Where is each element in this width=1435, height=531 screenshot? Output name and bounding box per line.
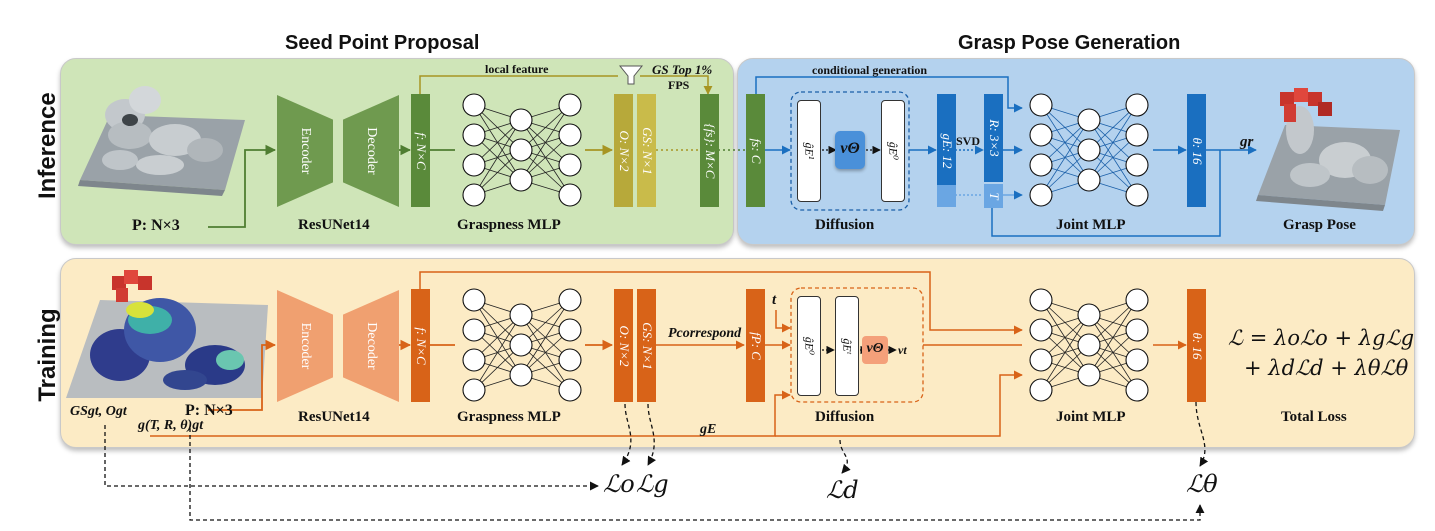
joint-mlp-training-label: Joint MLP — [1056, 409, 1126, 425]
training-point-cloud-image — [66, 270, 268, 398]
svd-label: SVD — [956, 134, 981, 148]
v-theta-label: vΘ — [840, 140, 860, 157]
objectness-label: O: N×2 — [616, 325, 632, 366]
feature-label: f: N×C — [413, 131, 429, 170]
loss-objectness: ℒo — [603, 470, 635, 498]
inference-point-cloud-image — [78, 86, 245, 196]
graspness-label: GS: N×1 — [639, 126, 655, 175]
gt-label: ĝEᵗ — [840, 338, 855, 354]
objectness-label: O: N×2 — [616, 130, 632, 171]
g1-box: ĝE¹ — [797, 100, 821, 202]
loss-graspness: ℒg — [636, 470, 669, 498]
v-theta-label: vΘ — [866, 341, 884, 356]
rotation-label: R: 3×3 — [986, 119, 1002, 157]
loss-arrows — [104, 401, 1209, 521]
gt-grasp-label: g(T, R, θ)gt — [138, 418, 204, 433]
total-loss-line1: ℒ = λoℒo + λgℒg — [1228, 326, 1415, 350]
joint-mlp-inference-label: Joint MLP — [1056, 217, 1126, 233]
ge-bar-inference: gE: 12 — [937, 94, 956, 207]
graspness-bar-inference: GS: N×1 — [637, 94, 656, 207]
local-feature-label: local feature — [485, 62, 549, 76]
encoder-label: Encoder — [298, 127, 313, 175]
encoder-label: Encoder — [298, 322, 313, 370]
fp-label: fP: C — [748, 331, 764, 360]
objectness-bar-inference: O: N×2 — [614, 94, 633, 207]
fps-label: FPS — [668, 78, 690, 92]
graspness-bar-training: GS: N×1 — [637, 289, 656, 402]
loss-diffusion: ℒd — [826, 476, 859, 504]
ge-light-bar — [937, 185, 956, 207]
v-theta-box-training: vΘ — [862, 336, 888, 364]
joint-mlp-inference — [1029, 93, 1149, 207]
total-loss-label: Total Loss — [1281, 409, 1347, 425]
translation-label: T — [986, 192, 1002, 200]
feature-label: f: N×C — [413, 326, 429, 365]
graspness-label: GS: N×1 — [639, 321, 655, 370]
v-theta-box-inference: vΘ — [835, 131, 865, 169]
seed-point-proposal-title: Seed Point Proposal — [285, 32, 480, 54]
grasp-pose-generation-title: Grasp Pose Generation — [958, 32, 1181, 54]
g1-label: ĝE¹ — [802, 142, 817, 160]
p-input-inference-label: P: N×3 — [132, 217, 180, 234]
t-label: t — [772, 292, 777, 308]
g0-label: ĝE⁰ — [886, 141, 901, 161]
gt-label: GSgt, Ogt — [70, 404, 127, 419]
theta-label: θ: 16 — [1189, 137, 1205, 164]
rotation-bar: R: 3×3 — [984, 94, 1003, 182]
p-correspond-label: Pcorrespond — [668, 326, 742, 341]
translation-bar: T — [984, 184, 1003, 208]
seed-features-label: {fs}: M×C — [702, 123, 718, 178]
fs-label: fs: C — [748, 138, 764, 163]
seed-features-bar: {fs}: M×C — [700, 94, 719, 207]
gs-top-label: GS Top 1% — [652, 62, 713, 77]
loss-theta: ℒθ — [1186, 470, 1218, 498]
resunet-inference-label: ResUNet14 — [298, 217, 370, 233]
feature-bar-training: f: N×C — [411, 289, 430, 402]
graspness-mlp-training — [462, 288, 582, 402]
g0-label: ĝE⁰ — [802, 336, 817, 356]
theta-bar-training: θ: 16 — [1187, 289, 1206, 402]
p-input-training-label: P: N×3 — [185, 402, 233, 419]
fs-bar: fs: C — [746, 94, 765, 207]
graspness-mlp-inference-label: Graspness MLP — [457, 217, 561, 233]
conditional-generation-label: conditional generation — [812, 63, 928, 77]
graspness-mlp-inference — [462, 93, 582, 207]
theta-bar-inference: θ: 16 — [1187, 94, 1206, 207]
ge-label: gE: 12 — [939, 132, 955, 169]
gt-box-training: ĝEᵗ — [835, 296, 859, 396]
graspness-mlp-training-label: Graspness MLP — [457, 409, 561, 425]
resunet-training-label: ResUNet14 — [298, 409, 370, 425]
ge-training-label: gE — [700, 422, 717, 437]
decoder-label: Decoder — [364, 127, 379, 175]
objectness-bar-training: O: N×2 — [614, 289, 633, 402]
joint-mlp-training — [1029, 288, 1149, 402]
diffusion-inference-label: Diffusion — [815, 217, 875, 233]
feature-bar-inference: f: N×C — [411, 94, 430, 207]
g0-box: ĝE⁰ — [881, 100, 905, 202]
decoder-label: Decoder — [364, 322, 379, 370]
g0-box-training: ĝE⁰ — [797, 296, 821, 396]
gr-label: gr — [1240, 134, 1254, 150]
grasp-pose-image — [1256, 88, 1400, 211]
diffusion-training-label: Diffusion — [815, 409, 875, 425]
grasp-pose-label: Grasp Pose — [1283, 217, 1356, 233]
total-loss-line2: + λdℒd + λθℒθ — [1244, 356, 1409, 380]
fp-bar: fP: C — [746, 289, 765, 402]
theta-label: θ: 16 — [1189, 332, 1205, 359]
vt-label: vt — [898, 343, 907, 357]
